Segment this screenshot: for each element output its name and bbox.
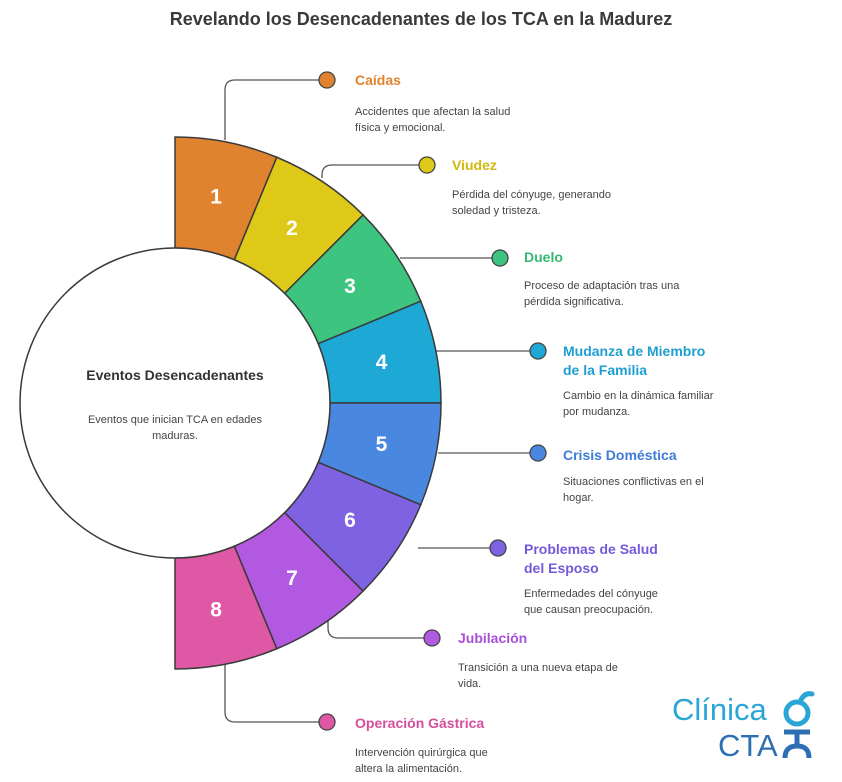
item-description: Situaciones conflictivas en el hogar. [563, 476, 704, 504]
segment-number-1: 1 [210, 186, 222, 209]
marker-dot-1 [318, 71, 336, 89]
marker-dot-5 [529, 444, 547, 462]
center-title: Eventos Desencadenantes [86, 367, 264, 383]
item-description: Transición a una nueva etapa de vida. [458, 662, 618, 690]
item-label: Mudanza de Miembro de la Familia [563, 343, 706, 378]
page-title: Revelando los Desencadenantes de los TCA… [169, 9, 673, 29]
segment-number-2: 2 [286, 217, 298, 240]
marker-dot-3 [491, 249, 509, 267]
logo-line1: Clínica [672, 692, 767, 727]
item-description: Intervención quirúrgica que altera la al… [355, 747, 488, 775]
marker-dot-6 [489, 539, 507, 557]
item-label: Duelo [524, 249, 563, 265]
center-description: Eventos que inician TCA en edades madura… [87, 414, 263, 442]
segment-number-6: 6 [344, 509, 356, 532]
segment-number-4: 4 [376, 351, 388, 374]
item-label: Problemas de Salud del Esposo [524, 541, 658, 576]
marker-dot-8 [318, 713, 336, 731]
item-description: Proceso de adaptación tras una pérdida s… [524, 280, 680, 308]
marker-dot-7 [423, 629, 441, 647]
center-circle [19, 247, 331, 559]
connector-line-1 [224, 79, 327, 140]
item-description: Accidentes que afectan la salud física y… [355, 106, 511, 134]
segment-number-5: 5 [376, 433, 388, 456]
item-label: Crisis Doméstica [563, 447, 677, 463]
segment-number-3: 3 [344, 275, 356, 298]
item-label: Jubilación [458, 630, 528, 646]
logo-figure-icon [782, 691, 815, 759]
connector-line-2 [321, 164, 427, 178]
item-description: Pérdida del cónyuge, generando soledad y… [452, 189, 612, 217]
item-description: Cambio en la dinámica familiar por mudan… [563, 390, 714, 418]
item-label: Viudez [452, 157, 497, 173]
marker-dot-2 [418, 156, 436, 174]
marker-dot-4 [529, 342, 547, 360]
logo-line2: CTA [718, 728, 778, 763]
item-description: Enfermedades del cónyuge que causan preo… [524, 588, 658, 616]
segment-number-8: 8 [210, 598, 222, 621]
item-label: Caídas [355, 72, 401, 88]
item-label: Operación Gástrica [355, 715, 485, 731]
connector-line-8 [224, 665, 327, 723]
segment-number-7: 7 [286, 567, 298, 590]
connector-line-7 [327, 612, 432, 639]
clinica-cta-logo: Clínica CTA [670, 690, 830, 770]
